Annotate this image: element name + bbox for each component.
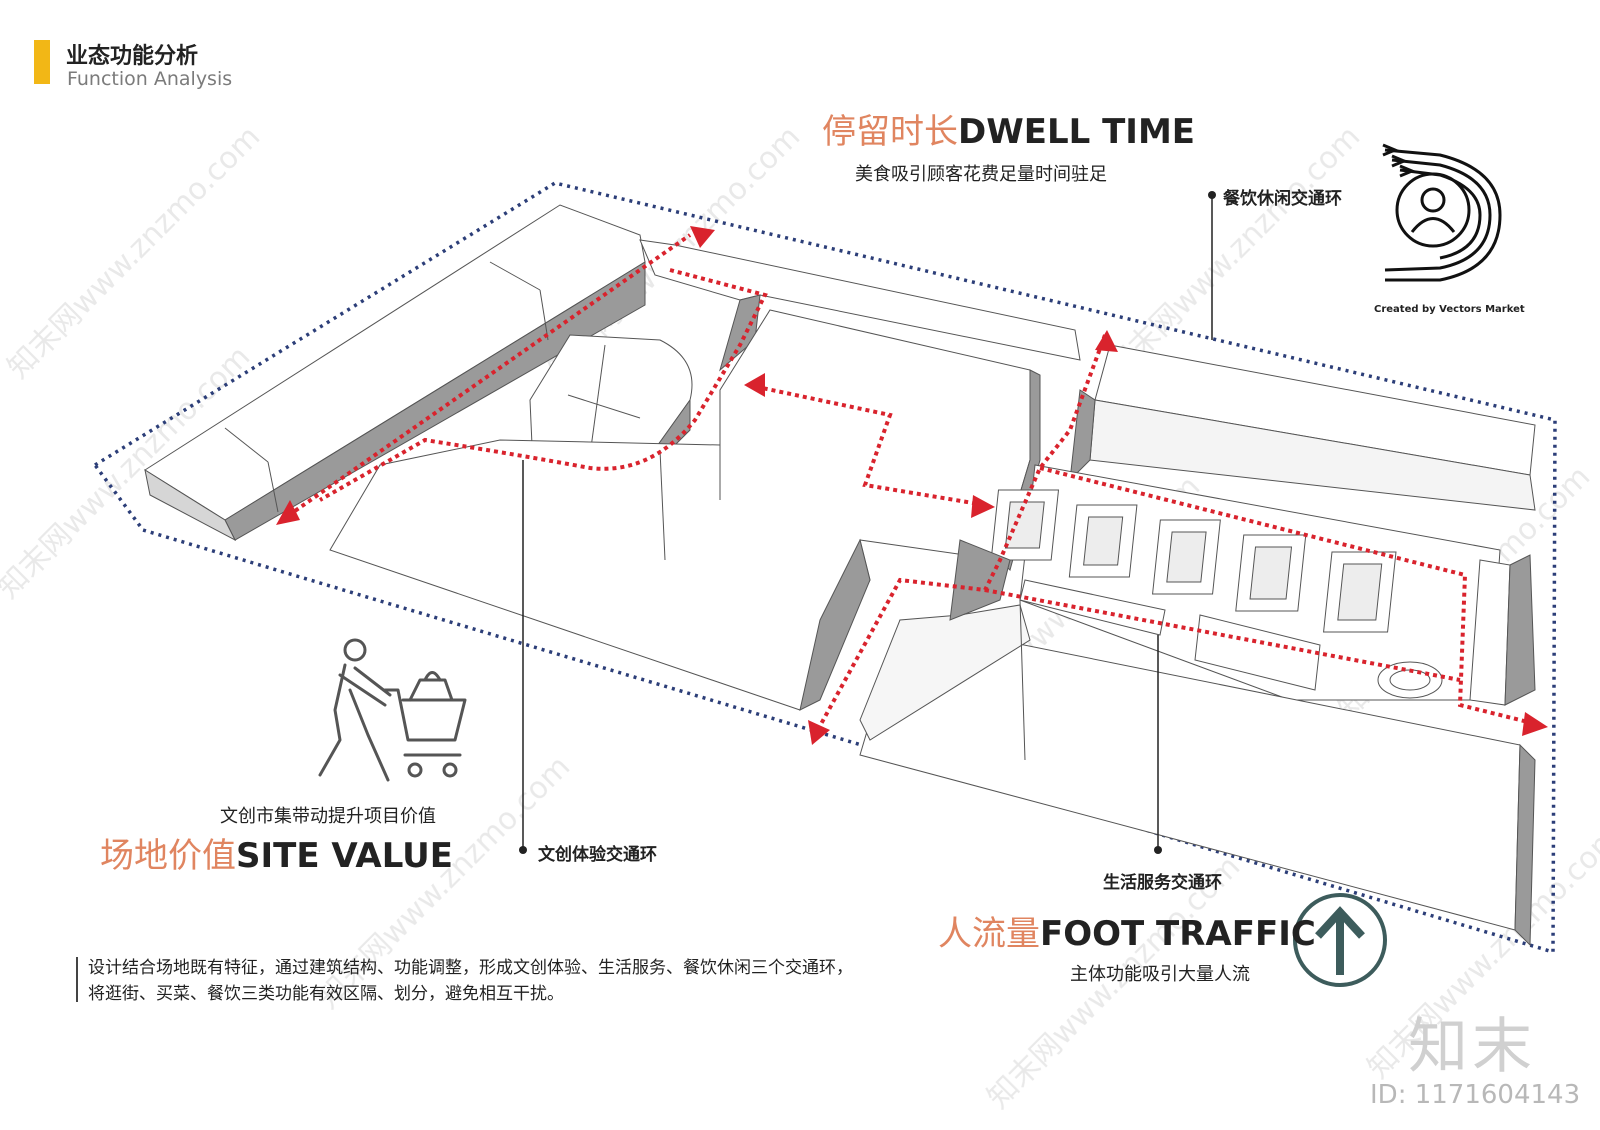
circulation-paths [280, 233, 1541, 736]
path-creative-loop [280, 233, 692, 522]
path-central [747, 383, 986, 507]
description-rule [76, 957, 78, 1002]
loop-creative-label: 文创体验交通环 [538, 845, 657, 865]
dwell-time-zh: 停留时长 [822, 112, 958, 152]
path-courtyard [1039, 466, 1541, 727]
building-central [329, 309, 1041, 711]
building-left-long [144, 204, 646, 542]
building-top-row [639, 239, 1081, 372]
shopping-cart-person-icon [318, 638, 467, 782]
arrowhead [1522, 712, 1548, 736]
path-creative-inner [319, 268, 768, 502]
watermark-id: ID: 1171604143 [1370, 1080, 1581, 1110]
foot-traffic-subtitle: 主体功能吸引大量人流 [1070, 964, 1250, 985]
icon-credit: Created by Vectors Market [1374, 304, 1525, 315]
site-value-subtitle: 文创市集带动提升项目价值 [220, 806, 436, 827]
page-subtitle: Function Analysis [67, 68, 233, 90]
watermark-logo: 知末 [1408, 1012, 1536, 1082]
building-right-tall [1469, 554, 1536, 706]
arrowhead [971, 495, 995, 518]
watermark-diagonal: 知末网www.znzmo.com [1101, 119, 1367, 385]
dwell-time-heading: 停留时长DWELL TIME [822, 104, 1195, 153]
building-bottom-long [859, 539, 1536, 947]
building-right-upper [1069, 344, 1536, 511]
foot-traffic-en: FOOT TRAFFIC [1040, 914, 1316, 954]
site-value-heading: 场地价值SITE VALUE [100, 828, 453, 877]
arrowhead [276, 500, 300, 525]
loop-services-label: 生活服务交通环 [1103, 873, 1222, 893]
loop-dining-label: 餐饮休闲交通环 [1223, 189, 1342, 209]
arrowhead [690, 226, 715, 248]
dwell-time-en: DWELL TIME [958, 112, 1196, 152]
path-services [813, 334, 1107, 736]
path-arrowheads [276, 226, 1548, 745]
leader-lines [522, 196, 1213, 850]
arrowhead [1095, 330, 1118, 352]
leader-dots [519, 191, 1216, 854]
foot-traffic-zh: 人流量 [938, 914, 1040, 954]
page-title: 业态功能分析 [66, 44, 199, 69]
site-boundary [92, 181, 1557, 955]
person-loop-icon [1382, 143, 1502, 282]
foot-traffic-heading: 人流量FOOT TRAFFIC [938, 906, 1316, 955]
arrowhead [744, 373, 765, 397]
path-courtyard-low [984, 588, 1461, 682]
dwell-time-subtitle: 美食吸引顾客花费足量时间驻足 [855, 164, 1107, 185]
site-value-zh: 场地价值 [100, 836, 236, 876]
description-text: 设计结合场地既有特征，通过建筑结构、功能调整，形成文创体验、生活服务、餐饮休闲三… [88, 958, 853, 1004]
accent-bar [34, 40, 50, 84]
north-arrow-icon [1293, 893, 1387, 987]
arrowhead [808, 720, 830, 745]
courtyard [990, 464, 1501, 701]
site-value-en: SITE VALUE [236, 836, 453, 876]
